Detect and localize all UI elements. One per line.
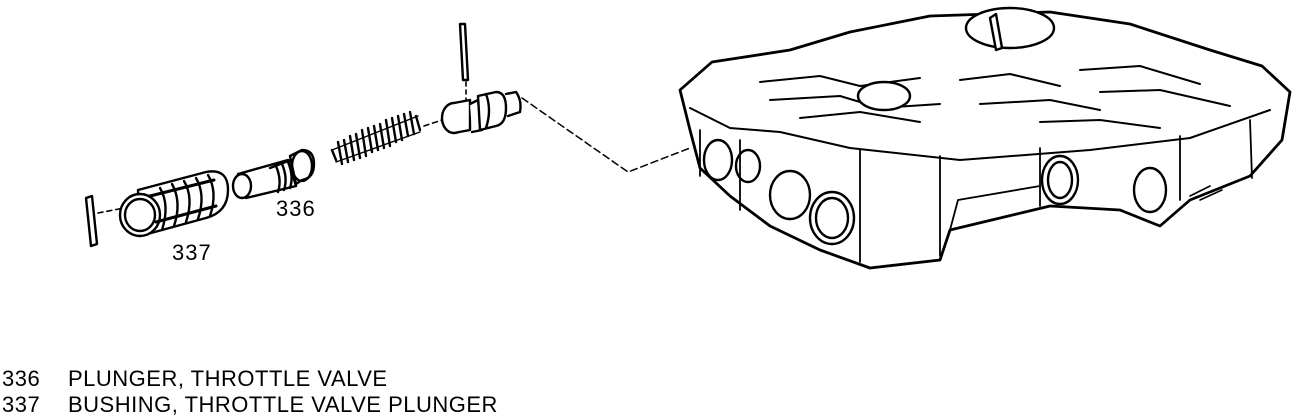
legend-description: BUSHING, THROTTLE VALVE PLUNGER <box>68 392 498 417</box>
legend-number: 336 <box>2 366 41 391</box>
throttle-valve <box>440 90 522 135</box>
legend-description: PLUNGER, THROTTLE VALVE <box>68 366 388 391</box>
callout-337: 337 <box>172 240 212 265</box>
legend-number: 337 <box>2 392 41 417</box>
callout-336: 336 <box>276 196 316 221</box>
roll-pin-left <box>84 194 99 248</box>
plunger-336 <box>231 148 316 200</box>
bushing-337 <box>118 170 230 238</box>
legend-row-337: 337 BUSHING, THROTTLE VALVE PLUNGER <box>2 392 498 418</box>
roll-pin-top <box>458 22 470 82</box>
valve-body <box>678 6 1292 270</box>
parts-legend: 336 PLUNGER, THROTTLE VALVE 337 BUSHING,… <box>2 366 498 418</box>
spring <box>330 110 422 166</box>
legend-row-336: 336 PLUNGER, THROTTLE VALVE <box>2 366 498 392</box>
